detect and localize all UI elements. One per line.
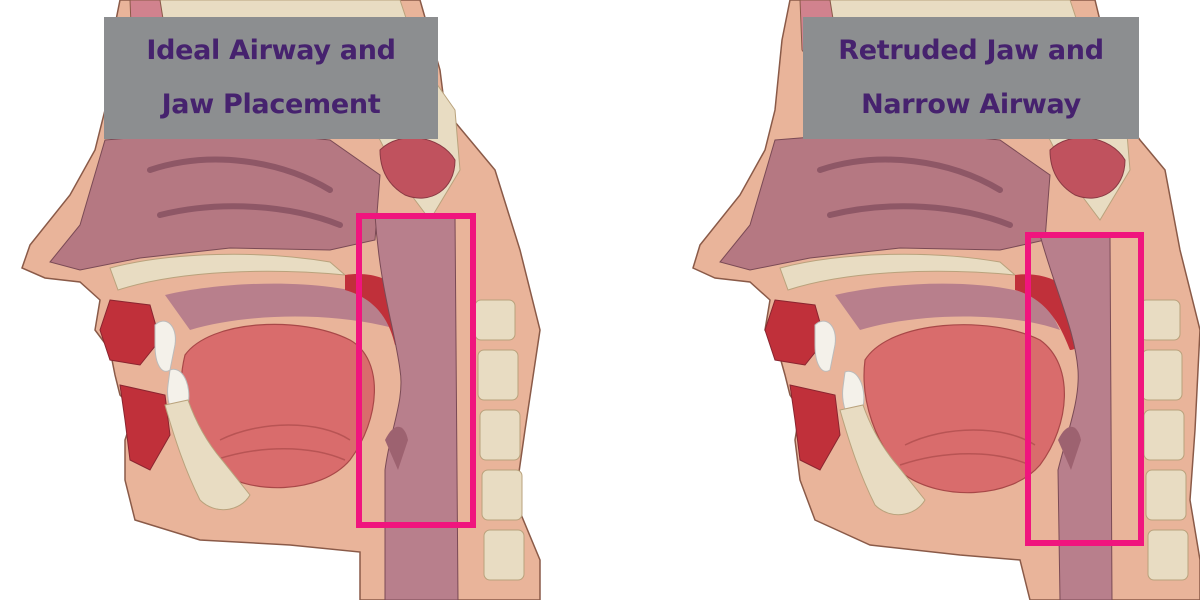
pharyngeal-airway-retruded (1039, 234, 1113, 600)
nasal-turbinate-lower-ideal (157, 203, 343, 228)
lower-lip-ideal (119, 384, 171, 471)
title-retruded-jaw: Retruded Jaw and Narrow Airway (803, 17, 1139, 139)
hard-palate-retruded (779, 253, 1017, 291)
cervical-spine-retruded (1139, 299, 1189, 581)
upper-lip-ideal (99, 299, 161, 366)
title-ideal-line-1: Ideal Airway and (146, 35, 396, 66)
title-retruded-line-1: Retruded Jaw and (838, 35, 1104, 66)
nasal-turbinate-retruded (817, 156, 1003, 193)
panel-ideal-airway (21, 0, 541, 600)
cervical-spine-ideal (474, 299, 525, 581)
pharyngeal-airway-ideal (374, 214, 459, 600)
epiglottis-ideal (385, 426, 408, 470)
title-ideal-airway: Ideal Airway and Jaw Placement (104, 17, 438, 139)
tongue-muscle-lines-retruded (899, 429, 1036, 466)
upper-lip-retruded (764, 299, 826, 366)
title-retruded-line-2: Narrow Airway (861, 89, 1081, 120)
mandible-ideal (164, 399, 251, 511)
oral-cavity-ideal (165, 283, 400, 330)
nasal-turbinate-ideal (147, 156, 333, 193)
title-ideal-line-2: Jaw Placement (161, 89, 381, 120)
airway-highlight-box-ideal (356, 213, 476, 528)
upper-tooth-retruded (814, 320, 836, 372)
epiglottis-retruded (1058, 426, 1081, 470)
mandible-retruded (839, 404, 926, 516)
oral-cavity-retruded (835, 283, 1060, 330)
airway-highlight-box-retruded (1025, 232, 1144, 546)
tongue-muscle-lines-ideal (214, 424, 351, 461)
nasal-turbinate-lower-retruded (827, 203, 1013, 228)
lower-lip-retruded (789, 384, 841, 471)
hard-palate-ideal (109, 253, 347, 291)
